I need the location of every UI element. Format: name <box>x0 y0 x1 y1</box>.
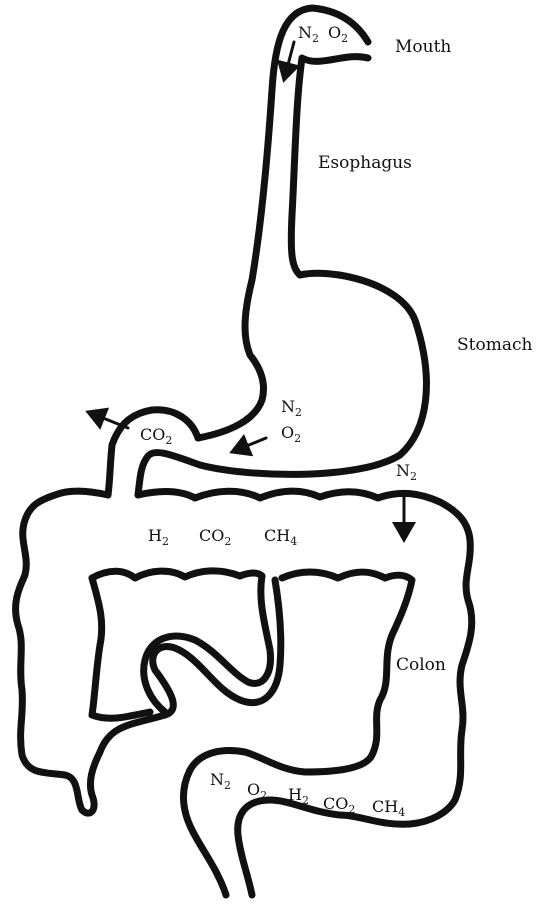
duodenum-gas-arrow <box>88 412 128 428</box>
mouth-gases: N2 O2 <box>298 23 348 45</box>
gas-formula: CO2 <box>140 425 172 447</box>
colon-inner-right-wall <box>282 572 412 772</box>
transverse-colon-gases: H2 CO2 CH4 <box>148 526 297 548</box>
gas-formula: CH4 <box>372 797 405 819</box>
mouth-gas-arrow <box>284 42 294 80</box>
gas-formula: N2 <box>396 461 417 483</box>
colon-entry-gases: N2 <box>396 461 417 483</box>
gas-formula: H2 <box>148 526 169 548</box>
esophagus-label: Esophagus <box>318 153 412 173</box>
stomach-wall <box>138 273 426 495</box>
colon-inner-lower-wall <box>92 571 262 578</box>
stomach-label: Stomach <box>457 335 532 355</box>
gas-formula: CO2 <box>199 526 231 548</box>
gas-formula: N2 <box>210 770 231 792</box>
gas-formula: CO2 <box>323 794 355 816</box>
gas-formula: O2 <box>281 423 301 445</box>
colon-label: Colon <box>396 655 446 675</box>
stomach-gas-arrow <box>232 438 266 452</box>
gas-formula: CH4 <box>264 526 297 548</box>
gas-formula: O2 <box>328 23 348 45</box>
ascending-colon-inner-wall <box>92 578 150 718</box>
duodenum-gases: CO2 <box>140 425 172 447</box>
stomach-gases: N2 O2 <box>281 397 302 445</box>
gas-formula: N2 <box>281 397 302 419</box>
gas-formula: H2 <box>288 785 309 807</box>
gas-formula: O2 <box>247 780 267 802</box>
esophagus-outer-wall <box>198 8 368 438</box>
mouth-label: Mouth <box>395 37 451 57</box>
gas-formula: N2 <box>298 23 319 45</box>
